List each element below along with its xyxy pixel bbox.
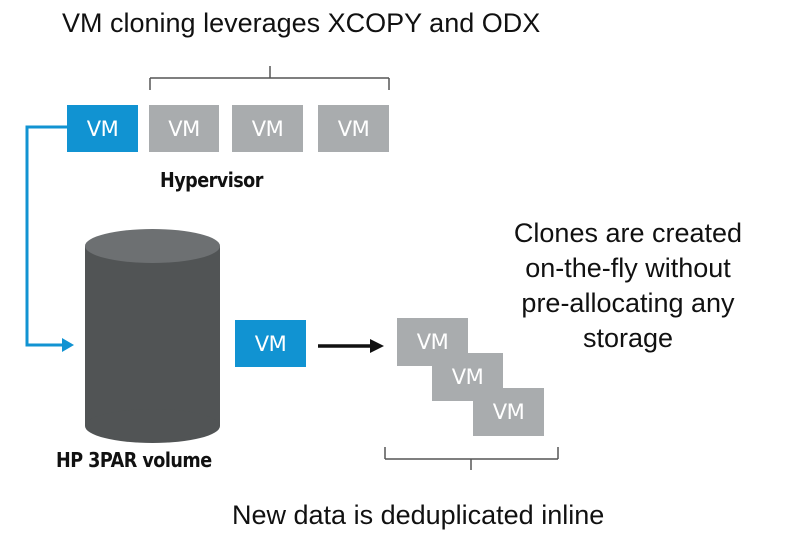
- bottom-bracket: [384, 447, 559, 470]
- top-bracket: [149, 66, 390, 90]
- clone-vm-box: VM: [473, 388, 544, 436]
- hypervisor-vm-box: VM: [149, 105, 219, 152]
- volume-label: HP 3PAR volume: [56, 448, 212, 472]
- hypervisor-vm-box: VM: [318, 105, 389, 152]
- storage-cylinder: [85, 229, 220, 443]
- hypervisor-vm-box: VM: [232, 105, 303, 152]
- clones-note-line: on-the-fly without: [525, 253, 731, 283]
- diagram-title: VM cloning leverages XCOPY and ODX: [62, 8, 541, 38]
- clones-note-line: storage: [582, 323, 674, 353]
- clone-connector-arrow: [25, 125, 74, 352]
- clones-note: Clones are created on-the-fly without pr…: [478, 216, 778, 356]
- footer-caption: New data is deduplicated inline: [232, 500, 605, 530]
- clones-note-line: Clones are created: [513, 218, 743, 248]
- volume-vm-box: VM: [235, 320, 306, 367]
- clone-arrow: [318, 339, 384, 353]
- clones-note-line: pre-allocating any: [521, 288, 735, 318]
- hypervisor-label: Hypervisor: [160, 168, 263, 192]
- source-vm-box: VM: [67, 105, 138, 152]
